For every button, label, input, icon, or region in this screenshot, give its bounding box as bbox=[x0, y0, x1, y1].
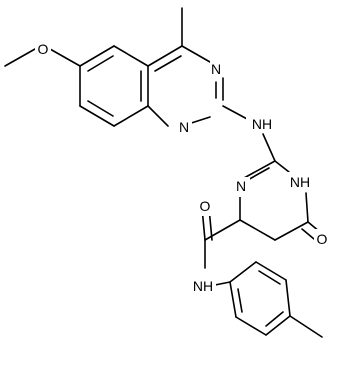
bond bbox=[49, 48, 81, 67]
bond bbox=[305, 192, 309, 223]
bond bbox=[301, 228, 315, 240]
atom-NH1-prime: NH bbox=[284, 172, 312, 192]
atom-label: O bbox=[38, 41, 49, 57]
bond bbox=[87, 55, 114, 72]
atom-O-ring: O bbox=[314, 229, 330, 249]
bond bbox=[147, 45, 183, 67]
bond bbox=[239, 219, 276, 241]
bond bbox=[262, 133, 276, 162]
atom-NH-amide: NH bbox=[188, 276, 216, 296]
atom-label: NH bbox=[252, 116, 272, 132]
atom-N1: N bbox=[210, 52, 226, 77]
bond bbox=[4, 48, 36, 67]
atom-label: O bbox=[200, 198, 211, 214]
bond bbox=[154, 55, 182, 72]
bond bbox=[204, 219, 241, 241]
atom-label: N bbox=[179, 119, 189, 135]
bond bbox=[113, 45, 149, 67]
atom-N3-prime: N bbox=[234, 177, 250, 197]
bond bbox=[285, 279, 291, 317]
bond bbox=[229, 261, 257, 283]
atom-label: N bbox=[236, 178, 246, 194]
bond bbox=[229, 281, 237, 318]
atom-N3: N bbox=[176, 117, 192, 137]
bond bbox=[113, 105, 149, 127]
atom-NH-link: NH bbox=[246, 113, 274, 133]
bond bbox=[255, 261, 287, 281]
bond bbox=[265, 315, 291, 336]
bond bbox=[243, 160, 276, 179]
atom-O-methoxy: O bbox=[35, 39, 51, 59]
bond bbox=[147, 105, 169, 127]
atom-label: N bbox=[211, 61, 221, 77]
atom-labels: O N N NH N NH O O bbox=[35, 39, 330, 296]
bond bbox=[79, 105, 115, 127]
bonds bbox=[4, 7, 323, 338]
bond bbox=[274, 221, 309, 241]
bond bbox=[235, 316, 267, 336]
bond bbox=[265, 311, 284, 327]
bond bbox=[289, 315, 323, 338]
atom-label: NH bbox=[290, 174, 310, 190]
bond bbox=[258, 270, 281, 285]
atom-label: NH bbox=[193, 278, 213, 294]
bond bbox=[79, 45, 115, 67]
atom-label: O bbox=[317, 231, 328, 247]
atom-O-amide: O bbox=[197, 196, 213, 216]
bond bbox=[237, 288, 243, 313]
bond bbox=[181, 45, 211, 63]
bond bbox=[274, 160, 290, 173]
bond bbox=[222, 105, 250, 121]
bond bbox=[214, 281, 231, 286]
bond bbox=[87, 100, 114, 117]
